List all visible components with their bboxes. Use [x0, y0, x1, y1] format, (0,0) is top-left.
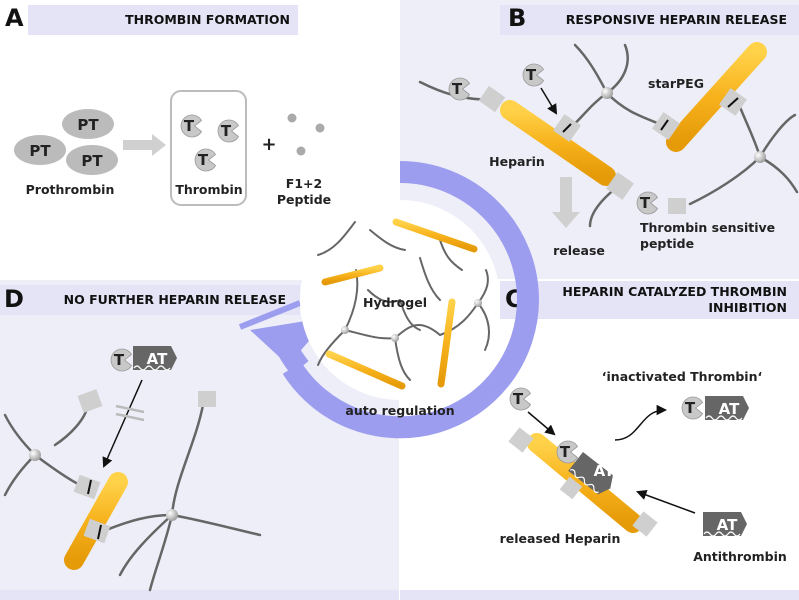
at-label: AT — [147, 350, 168, 368]
panel-c-title: HEPARIN CATALYZED THROMBIN INHIBITION — [500, 281, 799, 319]
panel-d-letter: D — [4, 285, 24, 313]
heparin-rod — [666, 42, 767, 152]
panel-a-title: THROMBIN FORMATION — [28, 5, 298, 35]
panel-d-marks — [87, 479, 102, 540]
f12-label: F1+2 — [286, 176, 322, 191]
heparin-rod — [500, 100, 616, 186]
thrombin-label: Thrombin — [175, 182, 242, 197]
hydrogel-node — [474, 299, 482, 307]
hydrogel-rods — [321, 218, 478, 390]
thrombin-t: T — [114, 351, 125, 369]
panel-b-title: RESPONSIVE HEPARIN RELEASE — [500, 5, 799, 35]
pt-label: PT — [29, 142, 51, 160]
cycle-arc-bottom — [282, 299, 539, 439]
blocked-mark — [115, 404, 145, 422]
starpeg-node — [166, 509, 178, 521]
thrombin-box: T T T Thrombin — [170, 90, 247, 206]
antithrombin-arrow — [636, 489, 696, 514]
hydrogel-node — [391, 334, 399, 342]
cycle-stop-bar — [238, 300, 302, 330]
thrombin-t: T — [198, 151, 209, 169]
f12-peptide-dots — [287, 113, 325, 156]
starpeg-node — [601, 87, 613, 99]
released-heparin-label: released Heparin — [500, 531, 621, 546]
at-label: AT — [717, 516, 738, 534]
prothrombin-ellipse — [66, 145, 118, 175]
prothrombin-label: Prothrombin — [26, 182, 115, 197]
thrombin-t: T — [640, 194, 651, 212]
hydrogel-node — [341, 326, 349, 334]
hydrogel-label: Hydrogel — [363, 295, 427, 310]
release-arrow — [552, 177, 580, 228]
starpeg-node — [29, 449, 41, 461]
at-label: AT — [594, 462, 615, 480]
starpeg-label: starPEG — [648, 76, 704, 91]
thrombin-t: T — [560, 443, 571, 461]
bottom-strip-c — [400, 590, 799, 600]
thrombin-t: T — [221, 122, 232, 140]
at-label: AT — [719, 400, 740, 418]
inactivated-thrombin-label: ‘inactivated Thrombin‘ — [602, 369, 762, 384]
inactivation-arrow — [614, 404, 668, 441]
panel-d-network — [3, 403, 262, 592]
thrombin-t: T — [184, 117, 195, 135]
panel-c-title-line1: HEPARIN CATALYZED THROMBIN — [562, 284, 787, 299]
pt-label: PT — [77, 116, 99, 134]
panel-c-title-line2: INHIBITION — [708, 300, 787, 315]
panel-d-title: NO FURTHER HEPARIN RELEASE — [0, 285, 300, 315]
prothrombin-group: PT PT PT Prothrombin — [14, 109, 118, 197]
binding-arrow — [527, 411, 556, 436]
auto-regulation-label: auto regulation — [345, 403, 454, 418]
peptide-label: Peptide — [277, 192, 331, 207]
plus-sign: + — [261, 134, 276, 155]
starpeg-node — [754, 151, 766, 163]
heparin-rod — [64, 472, 128, 570]
thrombin-t: T — [452, 80, 463, 98]
bottom-strip-d — [0, 590, 399, 600]
thrombin-sensitive-label: Thrombin sensitive — [640, 220, 775, 235]
prothrombin-ellipse — [62, 109, 114, 139]
thrombin-t: T — [685, 399, 696, 417]
panel-c-blocks — [508, 427, 658, 537]
antithrombin-label: Antithrombin — [693, 549, 787, 564]
panel-a-letter: A — [5, 4, 24, 32]
heparin-label: Heparin — [489, 154, 545, 169]
prothrombin-ellipse — [14, 135, 66, 165]
pt-label: PT — [81, 152, 103, 170]
peptide-label: peptide — [640, 236, 694, 251]
cleavage-marks — [562, 97, 739, 133]
panel-b-letter: B — [508, 4, 527, 32]
blocked-arrow — [102, 379, 143, 468]
cycle-arc-top — [399, 161, 539, 301]
release-label: release — [553, 243, 605, 258]
panel-d-blocks — [73, 389, 216, 544]
thrombin-t: T — [513, 390, 524, 408]
conversion-arrow — [123, 134, 166, 156]
thrombin-t: T — [526, 66, 537, 84]
binding-arrow — [540, 87, 558, 115]
